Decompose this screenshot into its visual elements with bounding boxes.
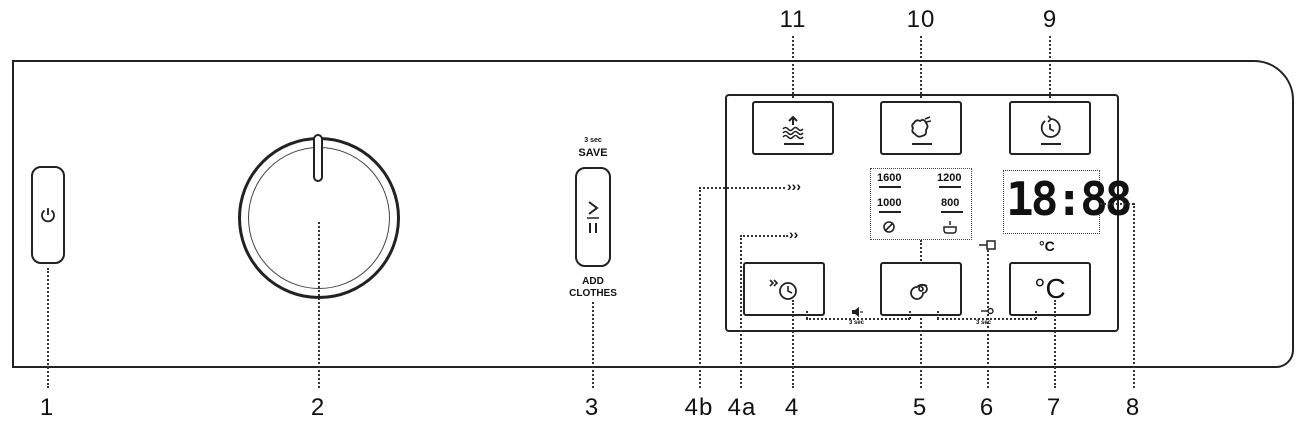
leader-2 [318,222,320,388]
add-clothes-label-1: ADD [582,276,604,287]
spin-bar-1000 [879,211,901,213]
temperature-button-label: °C [1034,273,1066,304]
leader-3 [592,302,594,388]
delay-end-button[interactable] [1009,101,1091,155]
quick-indicator: ›› [789,226,799,242]
callout-4: 4 [784,394,800,421]
add-clothes-label-2: CLOTHES [569,288,617,299]
combo-connector-5-7 [937,318,1036,320]
spin-option-800: 800 [941,197,960,209]
callout-6: 6 [979,394,995,421]
dial-notch [313,134,323,182]
callout-2: 2 [310,394,326,421]
spin-bar-800 [941,211,963,213]
leader-8-horizontal [1100,203,1134,205]
key-lock-icon [979,240,996,250]
spin-option-1600: 1600 [877,172,902,184]
display-module [725,94,1119,332]
water-plus-icon [782,115,804,140]
save-hint: 3 sec [584,137,602,144]
leader-4b-horizontal [699,187,785,189]
leader-4a [740,235,742,388]
spin-bar-1600 [879,186,901,188]
combo-connector-5-left [909,311,911,319]
callout-7: 7 [1046,394,1062,421]
leader-5-top [920,240,922,264]
spin-options-box [870,168,972,240]
display-temp-unit: °C [1039,238,1055,254]
spin-option-1000: 1000 [877,197,902,209]
callout-3: 3 [584,394,600,421]
leader-9 [1049,36,1051,98]
combo-connector-7-left [1035,311,1037,319]
quick-wash-icon [769,279,797,300]
time-display-box [1003,170,1100,234]
spin-bar-1200 [939,186,961,188]
control-panel [12,60,1294,368]
combo-connector-5-right [937,311,939,319]
no-spin-icon [883,221,895,233]
callout-9: 9 [1042,6,1058,33]
leader-1 [47,268,49,388]
lock-hold-hint: 3 sec [976,320,992,326]
callout-5: 5 [912,394,928,421]
combo-connector-4-5 [806,318,910,320]
sound-hold-hint: 3 sec [849,320,865,326]
stain-icon [911,116,932,138]
callout-10: 10 [906,6,936,33]
start-pause-button[interactable] [575,167,611,267]
quick-wash-button[interactable] [743,262,825,316]
rinse-hold-icon [943,221,957,234]
spin-option-1200: 1200 [937,172,962,184]
leader-6 [987,250,989,388]
water-plus-button[interactable] [752,101,834,155]
leader-4a-horizontal [740,235,788,237]
speaker-icon [852,307,863,317]
temperature-button[interactable]: °C [1009,262,1091,316]
stain-button[interactable] [880,101,962,155]
leader-11 [792,36,794,98]
leader-4b [699,187,701,388]
callout-1: 1 [39,394,55,421]
spin-button[interactable] [880,262,962,316]
stain-indicator [912,143,932,145]
time-display: 18:88 [1006,172,1132,226]
leader-8 [1133,203,1135,388]
spin-icon [910,283,928,300]
leader-10 [920,36,922,98]
save-label: SAVE [578,147,608,159]
delay-end-indicator [1041,143,1061,145]
combo-connector-4-left [806,311,808,319]
delay-end-icon [1040,115,1061,138]
leader-4 [792,300,794,388]
power-button[interactable] [31,166,65,264]
callout-8: 8 [1125,394,1141,421]
leader-7 [1054,300,1056,388]
callout-11: 11 [779,6,807,33]
leader-5 [920,318,922,388]
callout-4a: 4a [727,394,757,421]
water-plus-indicator [784,143,804,145]
intensive-indicator: ››› [787,178,801,194]
callout-4b: 4b [684,394,714,421]
start-pause-icon [587,201,599,233]
power-icon [41,208,55,223]
